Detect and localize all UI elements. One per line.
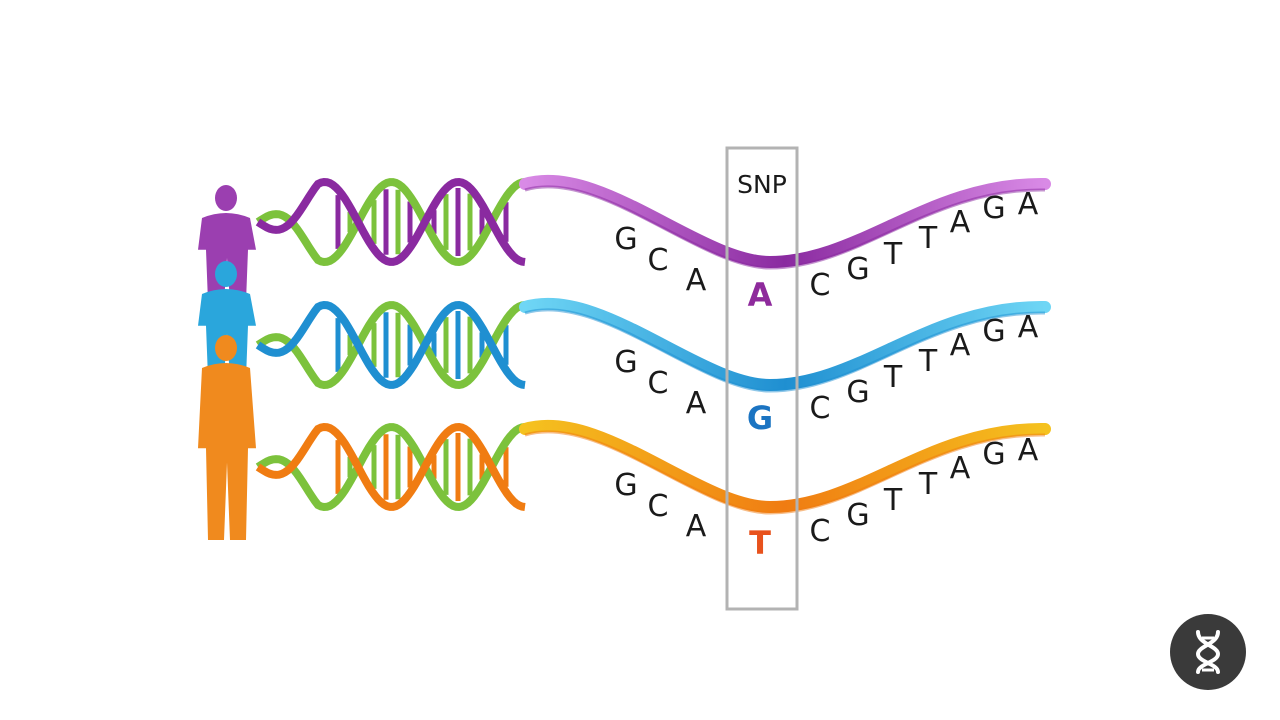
- person-blue: [198, 261, 256, 378]
- base-letter: A: [950, 451, 971, 486]
- base-letter: G: [982, 191, 1005, 226]
- dna-icon: [1195, 630, 1221, 674]
- base-letter: C: [810, 514, 831, 549]
- people-silhouettes: [198, 185, 256, 540]
- base-letter: C: [648, 243, 669, 278]
- snp-box: [725, 146, 799, 611]
- base-letter: G: [982, 437, 1005, 472]
- base-letter: G: [846, 498, 869, 533]
- base-letter: A: [950, 328, 971, 363]
- dna-ribbon-purple: [255, 174, 1051, 270]
- base-letter: C: [810, 391, 831, 426]
- base-letter: G: [846, 375, 869, 410]
- dna-ribbon-orange: [255, 419, 1051, 515]
- base-letter: T: [918, 467, 938, 502]
- dna-ribbon-blue: [255, 297, 1051, 393]
- base-letter: G: [982, 314, 1005, 349]
- base-letter: G: [614, 222, 637, 257]
- snp-base-letter: A: [748, 276, 773, 314]
- base-letter: G: [614, 468, 637, 503]
- snp-base-letter: T: [749, 524, 771, 562]
- dna-badge: [1170, 614, 1246, 690]
- base-letter: A: [686, 509, 707, 544]
- base-letter: C: [648, 489, 669, 524]
- base-letter: T: [918, 344, 938, 379]
- snp-base-letter: G: [747, 399, 773, 437]
- person-orange: [198, 335, 256, 540]
- base-letter: A: [686, 386, 707, 421]
- base-letter: T: [918, 221, 938, 256]
- base-letter: C: [648, 366, 669, 401]
- base-letter: A: [686, 263, 707, 298]
- base-letter: G: [846, 252, 869, 287]
- base-letter: A: [1018, 433, 1039, 468]
- base-letter: A: [1018, 310, 1039, 345]
- base-letter: C: [810, 268, 831, 303]
- base-letter: T: [883, 237, 903, 272]
- base-letter: G: [614, 345, 637, 380]
- base-letter: T: [883, 483, 903, 518]
- base-letter: A: [1018, 187, 1039, 222]
- base-letter: T: [883, 360, 903, 395]
- base-letter: A: [950, 205, 971, 240]
- dna-ribbons: [255, 174, 1051, 515]
- person-purple: [198, 185, 256, 302]
- snp-label: SNP: [737, 170, 787, 199]
